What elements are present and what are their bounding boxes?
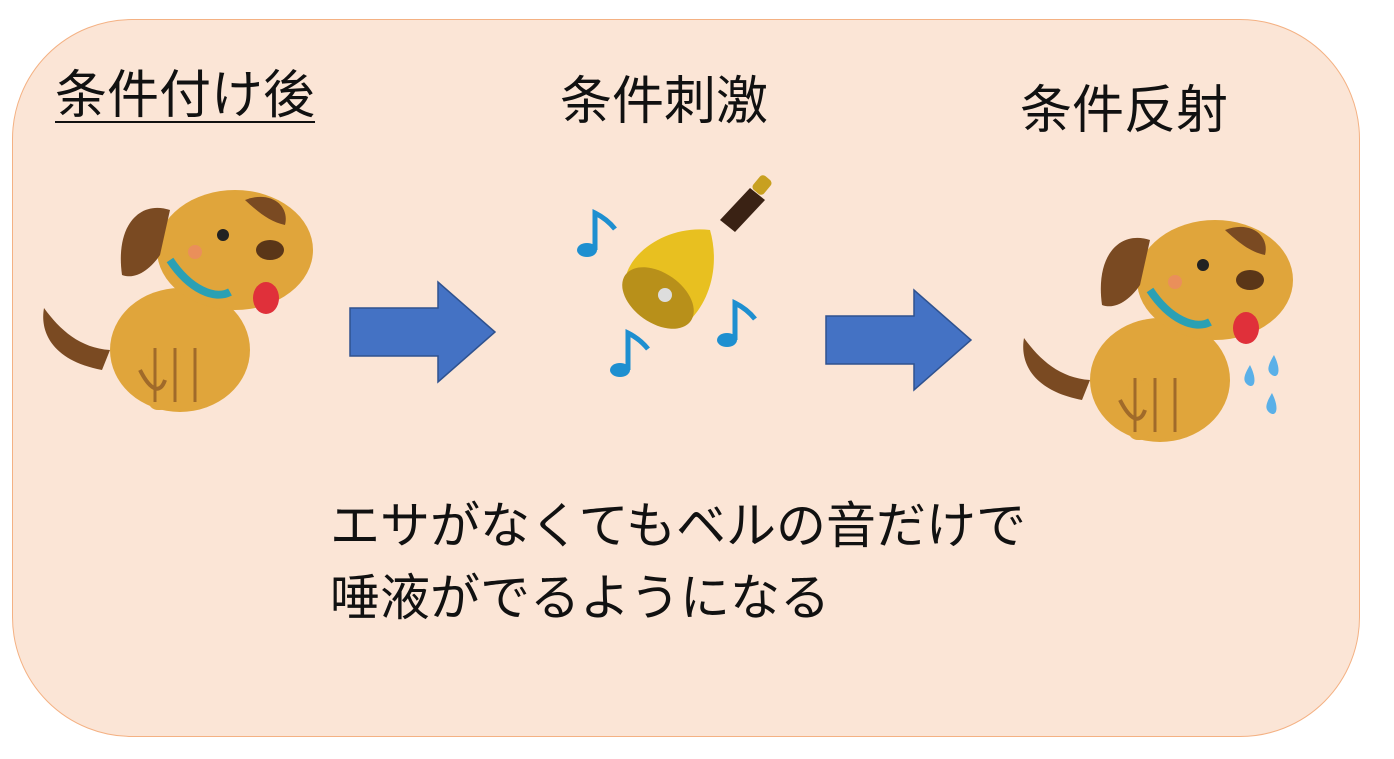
label-conditioned-stimulus: 条件刺激 xyxy=(560,72,769,132)
dog-icon xyxy=(43,190,313,412)
dog-icon xyxy=(1023,220,1293,442)
music-note-icon xyxy=(717,298,757,347)
caption-line-2: 唾液がでるようになる xyxy=(330,569,830,627)
arrow-right-icon xyxy=(349,280,497,384)
arrow-right-icon xyxy=(825,288,973,392)
drool-drop-icon xyxy=(1244,355,1279,415)
bell-icon xyxy=(622,175,772,329)
caption-text: エサがなくてもベルの音だけで 唾液がでるようになる xyxy=(330,490,1026,634)
label-conditioned-reflex: 条件反射 xyxy=(1020,81,1229,141)
label-after-conditioning: 条件付け後 xyxy=(55,66,316,126)
music-note-icon xyxy=(577,208,617,257)
caption-line-1: エサがなくてもベルの音だけで xyxy=(330,497,1026,555)
music-note-icon xyxy=(610,328,650,377)
